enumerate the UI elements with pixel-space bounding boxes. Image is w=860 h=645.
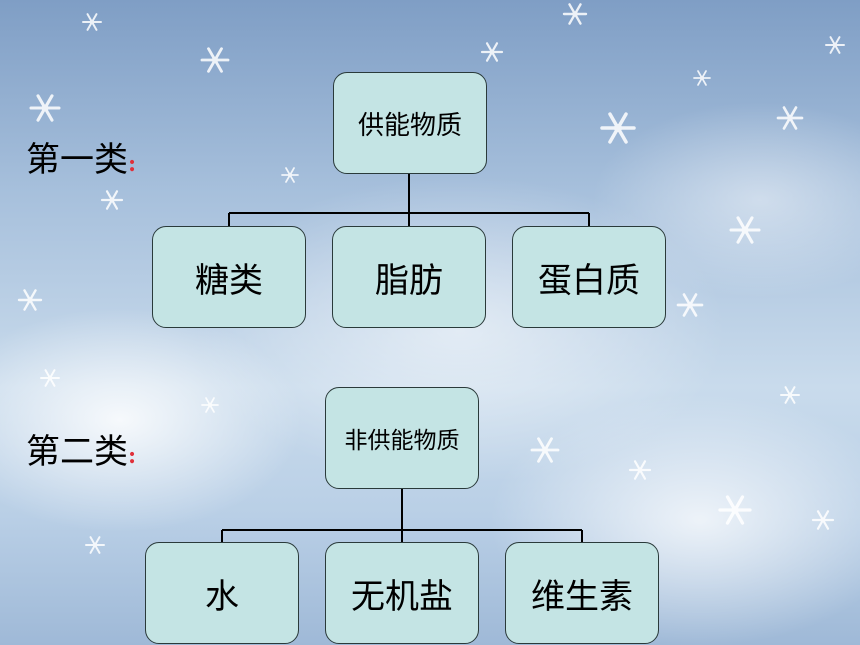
node-proteins: 蛋白质: [512, 226, 666, 328]
category-label-first-colon: :: [128, 151, 137, 177]
node-carbohydrates: 糖类: [152, 226, 306, 328]
node-energy-substances: 供能物质: [333, 72, 487, 174]
node-vitamins: 维生素: [505, 542, 659, 644]
category-label-second-colon: :: [128, 443, 137, 469]
category-label-first: 第一类:: [26, 132, 136, 181]
node-inorganic-salts: 无机盐: [325, 542, 479, 644]
node-non-energy-substances: 非供能物质: [325, 387, 479, 489]
node-fats: 脂肪: [332, 226, 486, 328]
category-label-second: 第二类:: [26, 424, 136, 473]
node-water: 水: [145, 542, 299, 644]
category-label-second-text: 第二类: [26, 432, 128, 472]
category-label-first-text: 第一类: [26, 140, 128, 180]
